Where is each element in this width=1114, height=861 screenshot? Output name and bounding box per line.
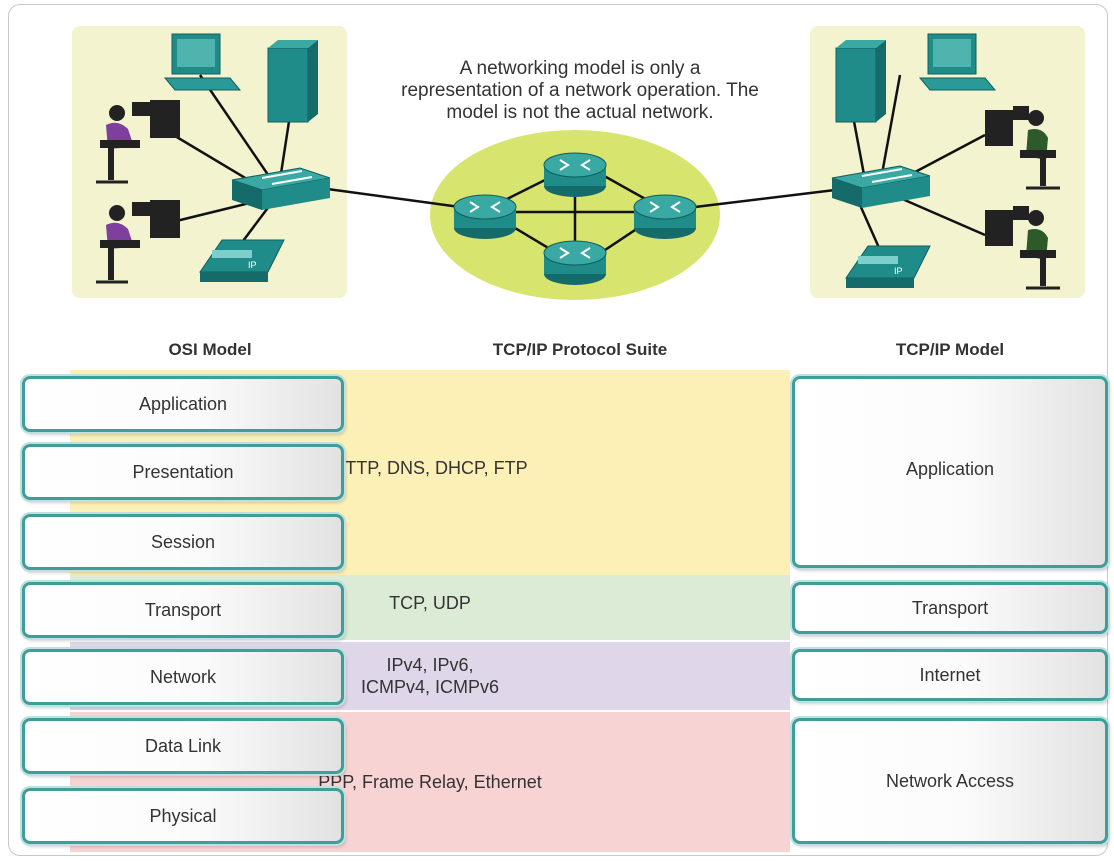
- ip-phone-icon: IP: [845, 245, 931, 288]
- osi-layer-session: Session: [22, 514, 344, 570]
- ip-phone-icon: IP: [199, 239, 285, 282]
- user-at-desk-icon: [985, 206, 1060, 290]
- svg-text:IP: IP: [248, 260, 257, 270]
- server-tower-icon: [267, 40, 318, 123]
- switch-icon: [231, 167, 331, 210]
- osi-model-header: OSI Model: [168, 340, 252, 359]
- osi-layer-data-link: Data Link: [22, 718, 344, 774]
- user-at-desk-icon: [985, 106, 1060, 190]
- router-icon: [453, 194, 517, 239]
- osi-layer-network: Network: [22, 649, 344, 705]
- transport-protocols: TCP, UDP: [389, 592, 471, 613]
- network-protocols-line1: IPv4, IPv6,: [386, 655, 474, 675]
- diagram-caption: A networking model is only a representat…: [401, 58, 759, 123]
- tcpip-layer-internet: Internet: [792, 649, 1108, 701]
- application-protocols: HTTP, DNS, DHCP, FTP: [332, 457, 528, 478]
- user-at-desk-icon: [96, 100, 180, 184]
- network-illustration: IP IP: [72, 26, 1085, 300]
- tcpip-layer-application: Application: [792, 376, 1108, 568]
- router-icon: [543, 152, 607, 197]
- workstation-icon: [918, 33, 997, 91]
- protocol-suite-header: TCP/IP Protocol Suite: [492, 340, 668, 359]
- router-icon: [543, 240, 607, 285]
- tcpip-layer-network-access: Network Access: [792, 718, 1108, 844]
- tcpip-layer-transport: Transport: [792, 582, 1108, 634]
- router-icon: [633, 194, 697, 239]
- tcpip-model-header: TCP/IP Model: [895, 340, 1005, 359]
- osi-layer-transport: Transport: [22, 582, 344, 638]
- workstation-icon: [163, 33, 242, 91]
- svg-text:IP: IP: [894, 266, 903, 276]
- server-tower-icon: [835, 40, 886, 123]
- user-at-desk-icon: [96, 200, 180, 284]
- network-access-protocols: PPP, Frame Relay, Ethernet: [318, 772, 542, 792]
- osi-layer-application: Application: [22, 376, 344, 432]
- network-protocols-line2: ICMPv4, ICMPv6: [360, 677, 500, 697]
- osi-layer-presentation: Presentation: [22, 444, 344, 500]
- switch-icon: [831, 165, 931, 208]
- osi-layer-physical: Physical: [22, 788, 344, 844]
